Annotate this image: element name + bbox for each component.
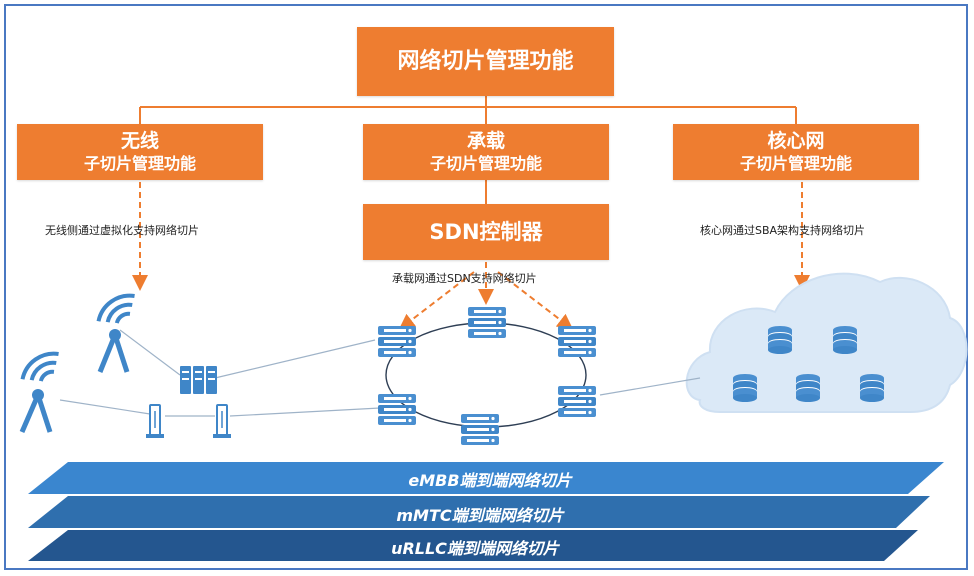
server-icon (558, 386, 596, 417)
database-icon (833, 326, 857, 354)
slice-bands (28, 462, 944, 561)
sdn-controller-box: SDN控制器 (363, 204, 609, 260)
hierarchy-connectors (139, 96, 797, 204)
embb-slice-label: eMBB端到端网络切片 (408, 471, 572, 490)
wireless-box-subtitle: 子切片管理功能 (83, 153, 196, 173)
server-icon (461, 414, 499, 445)
sdn-controller-label: SDN控制器 (429, 219, 543, 244)
router-icon (213, 404, 231, 438)
page-title: 网络切片管理功能 (397, 48, 574, 74)
base-station-icon (180, 366, 217, 394)
wireless-note: 无线侧通过虚拟化支持网络切片 (45, 224, 199, 237)
bearer-box-title: 承载 (466, 130, 505, 153)
wireless-subslice-box: 无线 子切片管理功能 (17, 124, 263, 180)
bearer-subslice-box: 承载 子切片管理功能 (363, 124, 609, 180)
core-box-title: 核心网 (767, 130, 825, 153)
database-icon (860, 374, 884, 402)
database-icon (768, 326, 792, 354)
mmtc-slice-label: mMTC端到端网络切片 (396, 506, 564, 525)
cloud-icon (685, 272, 968, 413)
server-icon (378, 394, 416, 425)
core-subslice-box: 核心网 子切片管理功能 (673, 124, 919, 180)
slice-band-mmtc (28, 496, 930, 528)
bearer-note: 承载网通过SDN支持网络切片 (392, 272, 537, 285)
core-box-subtitle: 子切片管理功能 (739, 153, 852, 173)
slice-band-urllc (28, 530, 918, 561)
server-icon (468, 307, 506, 338)
core-note: 核心网通过SBA架构支持网络切片 (700, 224, 866, 237)
antenna-icon (15, 344, 68, 433)
urllc-slice-label: uRLLC端到端网络切片 (391, 539, 559, 558)
network-links (59, 329, 701, 417)
database-icon (733, 374, 757, 402)
slice-band-embb (28, 462, 944, 494)
dashed-arrows (132, 182, 810, 330)
wireless-box-title: 无线 (120, 130, 159, 153)
network-slice-management-box: 网络切片管理功能 (357, 27, 614, 96)
router-icon (146, 404, 164, 438)
server-icon (558, 326, 596, 357)
antenna-icon (91, 286, 144, 373)
database-icon (796, 374, 820, 402)
server-icon (378, 326, 416, 357)
bearer-box-subtitle: 子切片管理功能 (429, 153, 542, 173)
